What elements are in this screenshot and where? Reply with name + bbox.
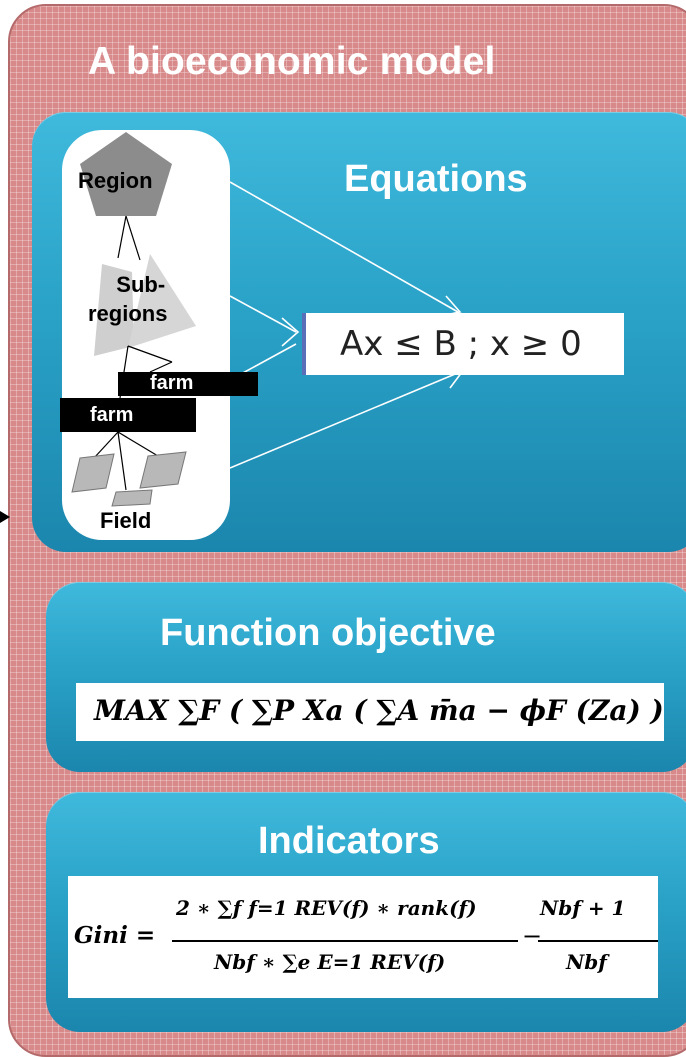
minus-sign: −	[522, 922, 543, 950]
gini-numerator-2: Nbf + 1	[540, 896, 626, 920]
subregions-label: Sub- regions	[88, 270, 167, 328]
equations-title: Equations	[344, 158, 528, 200]
subregions-label-line2: regions	[88, 301, 168, 326]
field-parallelogram-icon-3	[111, 489, 153, 507]
gini-denominator-2: Nbf	[566, 950, 607, 974]
region-label: Region	[78, 168, 153, 193]
equation-text: Ax ≤ B ; x ≥ 0	[340, 324, 582, 364]
objective-title: Function objective	[160, 612, 496, 654]
arrow-sub-eq	[229, 295, 297, 333]
link-sub-farm3	[149, 361, 173, 373]
field-parallelogram-icon-2	[139, 451, 187, 489]
arrow-region-eq	[229, 181, 459, 313]
gini-lhs: Gini =	[74, 922, 156, 949]
indicators-title: Indicators	[258, 820, 440, 862]
fraction-bar-2	[538, 940, 658, 942]
subregion-triangle-icon	[94, 264, 134, 356]
subregion-triangle-icon-2	[128, 254, 196, 348]
objective-formula-box	[76, 683, 664, 741]
fraction-bar	[172, 940, 518, 942]
farm-label-lower: farm	[60, 398, 196, 432]
field-label: Field	[100, 508, 152, 533]
equation-box	[302, 313, 624, 375]
arrow-field-eq	[229, 371, 461, 469]
region-pentagon-icon	[80, 132, 172, 216]
arrowhead-mid-icon	[281, 317, 300, 347]
gini-denominator: Nbf ∗ ∑e E=1 REV(f)	[214, 950, 446, 974]
gini-numerator: 2 ∗ ∑f f=1 REV(f) ∗ rank(f)	[176, 896, 477, 920]
subregions-label-line1: Sub-	[116, 272, 166, 297]
diagram-title: A bioeconomic model	[88, 40, 496, 83]
objective-formula: MAX ∑F ( ∑P Xa ( ∑A m̄a − ϕF (Za) )	[94, 694, 664, 727]
link-farm-field3	[117, 431, 127, 491]
link-farm-field	[93, 431, 119, 459]
left-pointer-icon	[0, 511, 10, 523]
link-sub-farm2	[127, 345, 173, 363]
gini-formula-box	[68, 876, 658, 998]
link-region-sub	[117, 215, 127, 259]
link-region-sub2	[125, 215, 141, 261]
farm-label-upper: farm	[118, 372, 258, 396]
field-parallelogram-icon	[71, 453, 115, 493]
link-farm-field2	[117, 431, 159, 457]
